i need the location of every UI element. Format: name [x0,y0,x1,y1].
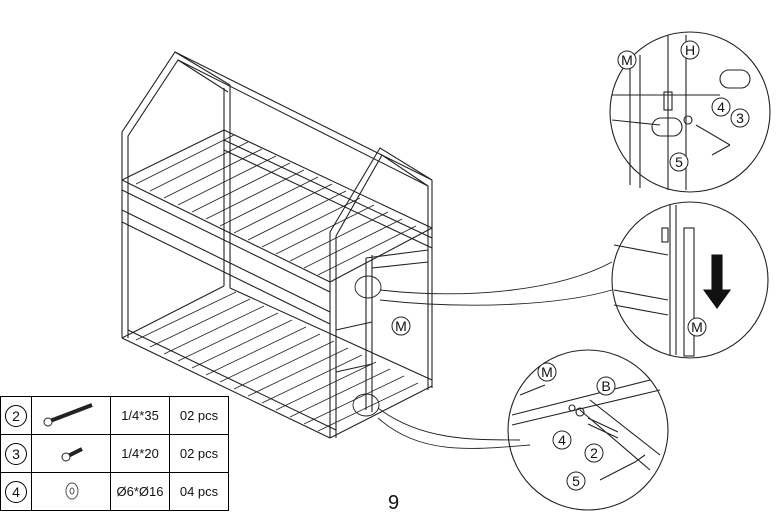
part-number: 2 [5,404,27,427]
washer-icon [65,482,79,500]
label-M-middle: M [691,319,703,335]
page-number: 9 [388,492,400,514]
part-number: 3 [5,442,27,465]
label-4-top: 4 [717,99,725,115]
long-bolt-icon [43,403,93,427]
label-3-top: 3 [736,110,744,126]
table-row: 4 Ø6*Ø16 04 pcs [0,472,229,511]
parts-table: 2 1/4*35 02 pcs 3 1/4*20 02 pcs 4 [0,396,229,511]
label-M-top: M [621,52,633,68]
part-size: Ø6*Ø16 [110,472,170,511]
label-B: B [601,378,610,394]
label-5-top: 5 [675,154,683,170]
label-4-bottom: 4 [558,432,566,448]
part-size: 1/4*20 [110,434,170,473]
label-5-bottom: 5 [572,473,580,489]
label-M-bed: M [395,318,407,334]
part-qty: 04 pcs [169,472,229,511]
table-row: 2 1/4*35 02 pcs [0,396,229,435]
detail-circle-middle [611,201,769,359]
detail-circle-bottom [507,349,669,511]
part-number: 4 [5,480,27,503]
detail-circle-top [609,31,771,193]
short-bolt-icon [61,447,83,462]
bunk-bed-frame [121,51,433,439]
label-2-bottom: 2 [590,445,598,461]
part-size: 1/4*35 [110,396,170,435]
part-qty: 02 pcs [169,434,229,473]
part-qty: 02 pcs [169,396,229,435]
table-row: 3 1/4*20 02 pcs [0,434,229,473]
label-M-bottom: M [541,364,553,380]
label-H: H [685,42,695,58]
